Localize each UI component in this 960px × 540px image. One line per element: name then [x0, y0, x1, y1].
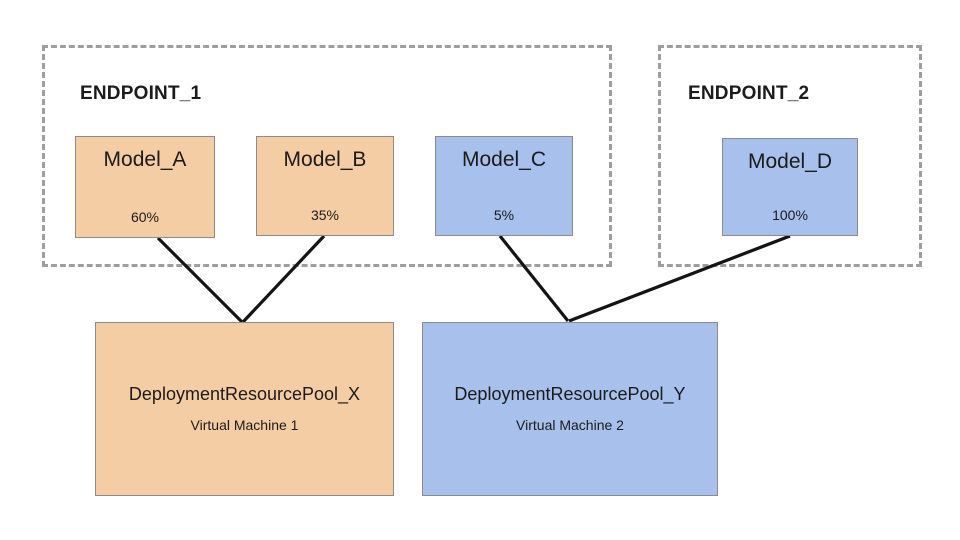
endpoint-group-1[interactable] [42, 45, 612, 267]
endpoint-2-label: ENDPOINT_2 [688, 83, 810, 104]
resource-pool-box-x[interactable]: DeploymentResourcePool_X Virtual Machine… [95, 322, 394, 496]
model-d-traffic-split: 100% [772, 207, 808, 223]
model-a-traffic-split: 60% [130, 209, 160, 225]
pool-x-machine: Virtual Machine 1 [190, 416, 299, 433]
model-box-model-d[interactable]: Model_D 100% [722, 138, 858, 236]
model-b-traffic-split: 35% [310, 207, 340, 223]
model-b-name: Model_B [283, 148, 367, 171]
model-box-model-a[interactable]: Model_A 60% [75, 136, 215, 238]
model-a-name: Model_A [103, 148, 187, 171]
resource-pool-box-y[interactable]: DeploymentResourcePool_Y Virtual Machine… [422, 322, 718, 496]
pool-x-name: DeploymentResourcePool_X [128, 384, 361, 405]
endpoint-1-label: ENDPOINT_1 [80, 83, 202, 104]
pool-y-name: DeploymentResourcePool_Y [454, 384, 686, 405]
model-c-name: Model_C [461, 148, 547, 171]
pool-y-machine: Virtual Machine 2 [516, 416, 624, 433]
model-d-name: Model_D [747, 150, 833, 173]
model-box-model-c[interactable]: Model_C 5% [435, 136, 573, 236]
model-box-model-b[interactable]: Model_B 35% [256, 136, 394, 236]
model-c-traffic-split: 5% [493, 207, 515, 223]
